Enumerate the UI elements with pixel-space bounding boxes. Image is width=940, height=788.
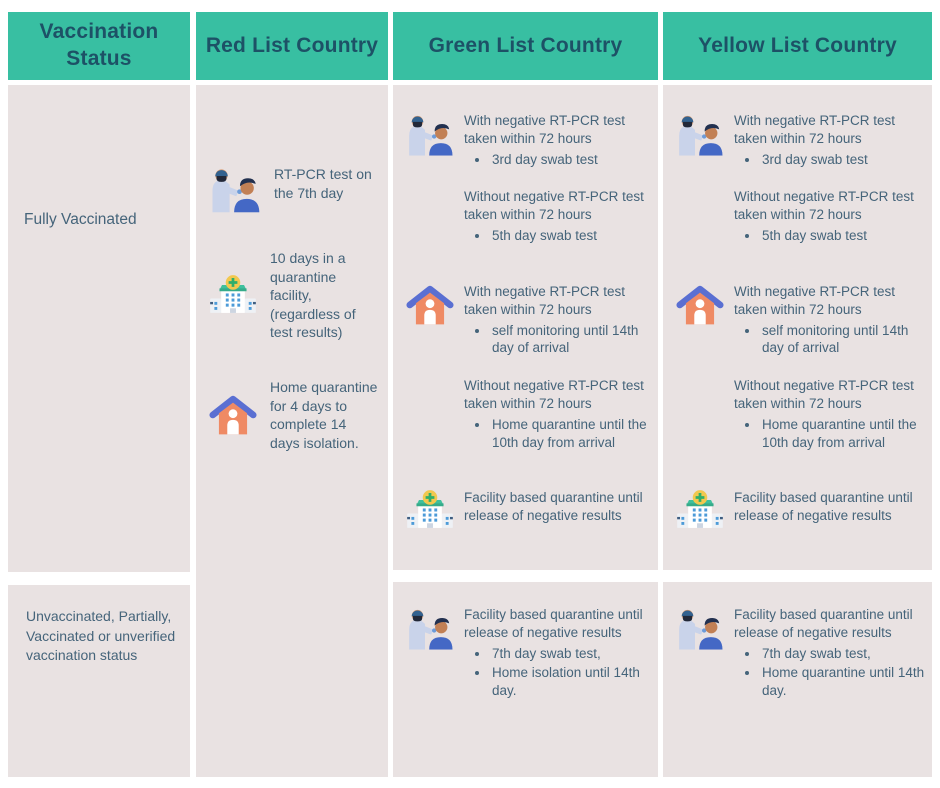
rule-heading: Without negative RT-PCR test taken withi… (464, 189, 644, 223)
header-label: Vaccination Status (39, 20, 159, 70)
bullet-item: Home quarantine until the 10th day from … (760, 416, 930, 452)
rule-bullets: self monitoring until 14th day of arriva… (734, 322, 930, 358)
cell-yellow-fully-vaccinated: With negative RT-PCR test taken within 7… (663, 85, 932, 570)
rule-heading: With negative RT-PCR test taken within 7… (734, 113, 896, 146)
rule-section-facility: Facility based quarantine until release … (675, 489, 930, 533)
header-label: Green List Country (428, 33, 623, 57)
bullet-item: 7th day swab test, (760, 645, 928, 663)
cell-yellow-unvaccinated: Facility based quarantine until release … (663, 582, 932, 777)
bullet-item: Home isolation until 14th day. (490, 664, 654, 700)
bullet-item: 7th day swab test, (490, 645, 654, 663)
rule-text: RT-PCR test on the 7th day (274, 166, 372, 201)
cell-status-fully-vaccinated: Fully Vaccinated (8, 85, 190, 572)
rule-item-rtpcr: RT-PCR test on the 7th day (208, 165, 382, 213)
cell-status-unvaccinated: Unvaccinated, Partially, Vaccinated or u… (8, 585, 190, 777)
quarantine-facility-icon (675, 489, 725, 533)
header-red-list-country: Red List Country (196, 12, 388, 80)
rule-section-swab: With negative RT-PCR test taken within 7… (405, 112, 656, 245)
rule-heading: Without negative RT-PCR test taken withi… (464, 378, 644, 411)
cell-green-fully-vaccinated: With negative RT-PCR test taken within 7… (393, 85, 658, 570)
rule-item-facility: 10 days in a quarantine facility, (regar… (208, 249, 382, 342)
rule-heading: Without negative RT-PCR test taken withi… (734, 378, 914, 411)
rule-bullets: 5th day swab test (464, 227, 656, 245)
swab-test-icon (675, 606, 725, 650)
bullet-item: 5th day swab test (490, 227, 656, 245)
home-quarantine-icon (208, 393, 258, 437)
swab-test-icon (405, 606, 455, 650)
rule-bullets: Home quarantine until the 10th day from … (734, 416, 930, 452)
quarantine-facility-icon (405, 489, 455, 533)
rule-bullets: Home quarantine until the 10th day from … (464, 416, 656, 452)
rule-bullets: 5th day swab test (734, 227, 930, 245)
rule-heading: Facility based quarantine until release … (734, 607, 913, 640)
cell-green-unvaccinated: Facility based quarantine until release … (393, 582, 658, 777)
header-vaccination-status: Vaccination Status (8, 12, 190, 80)
swab-test-icon (208, 165, 262, 213)
bullet-item: self monitoring until 14th day of arriva… (760, 322, 930, 358)
quarantine-facility-icon (208, 274, 258, 318)
rule-section-home: With negative RT-PCR test taken within 7… (405, 283, 656, 452)
rule-section-facility: Facility based quarantine until release … (405, 489, 656, 533)
rule-text: Home quarantine for 4 days to complete 1… (270, 379, 378, 451)
rule-bullets: 3rd day swab test (464, 151, 656, 169)
rule-section-home: With negative RT-PCR test taken within 7… (675, 283, 930, 452)
bullet-item: Home quarantine until the 10th day from … (490, 416, 656, 452)
rule-heading: Without negative RT-PCR test taken withi… (734, 189, 914, 223)
rule-text: 10 days in a quarantine facility, (regar… (270, 250, 356, 341)
rule-heading: Facility based quarantine until release … (464, 607, 643, 640)
bullet-item: 3rd day swab test (490, 151, 656, 169)
rule-bullets: 3rd day swab test (734, 151, 930, 169)
row-label-fully-vaccinated: Fully Vaccinated (24, 211, 137, 228)
bullet-item: Home quarantine until 14th day. (760, 664, 928, 700)
rule-heading: With negative RT-PCR test taken within 7… (464, 283, 626, 317)
rule-text: Facility based quarantine until release … (464, 490, 643, 524)
rule-bullets: self monitoring until 14th day of arriva… (464, 322, 656, 358)
rule-section-facility-quarantine: Facility based quarantine until release … (405, 606, 654, 700)
bullet-item: self monitoring until 14th day of arriva… (490, 322, 656, 358)
header-label: Yellow List Country (698, 33, 897, 57)
rule-section-swab: With negative RT-PCR test taken within 7… (675, 112, 930, 245)
rule-item-home: Home quarantine for 4 days to complete 1… (208, 378, 382, 452)
cell-red-list-rules: RT-PCR test on the 7th day 10 days in a … (196, 85, 388, 777)
rule-bullets: 7th day swab test, Home isolation until … (464, 645, 654, 700)
rule-text: Facility based quarantine until release … (734, 490, 913, 524)
header-green-list-country: Green List Country (393, 12, 658, 80)
rule-heading: With negative RT-PCR test taken within 7… (734, 283, 896, 317)
header-yellow-list-country: Yellow List Country (663, 12, 932, 80)
home-quarantine-icon (405, 283, 455, 327)
swab-test-icon (405, 112, 455, 156)
rule-heading: With negative RT-PCR test taken within 7… (464, 113, 626, 146)
rule-section-facility-quarantine: Facility based quarantine until release … (675, 606, 928, 700)
home-quarantine-icon (675, 283, 725, 327)
row-label-unvaccinated: Unvaccinated, Partially, Vaccinated or u… (26, 608, 176, 664)
bullet-item: 3rd day swab test (760, 151, 930, 169)
bullet-item: 5th day swab test (760, 227, 930, 245)
header-label: Red List Country (205, 33, 379, 57)
rule-bullets: 7th day swab test, Home quarantine until… (734, 645, 928, 700)
swab-test-icon (675, 112, 725, 156)
